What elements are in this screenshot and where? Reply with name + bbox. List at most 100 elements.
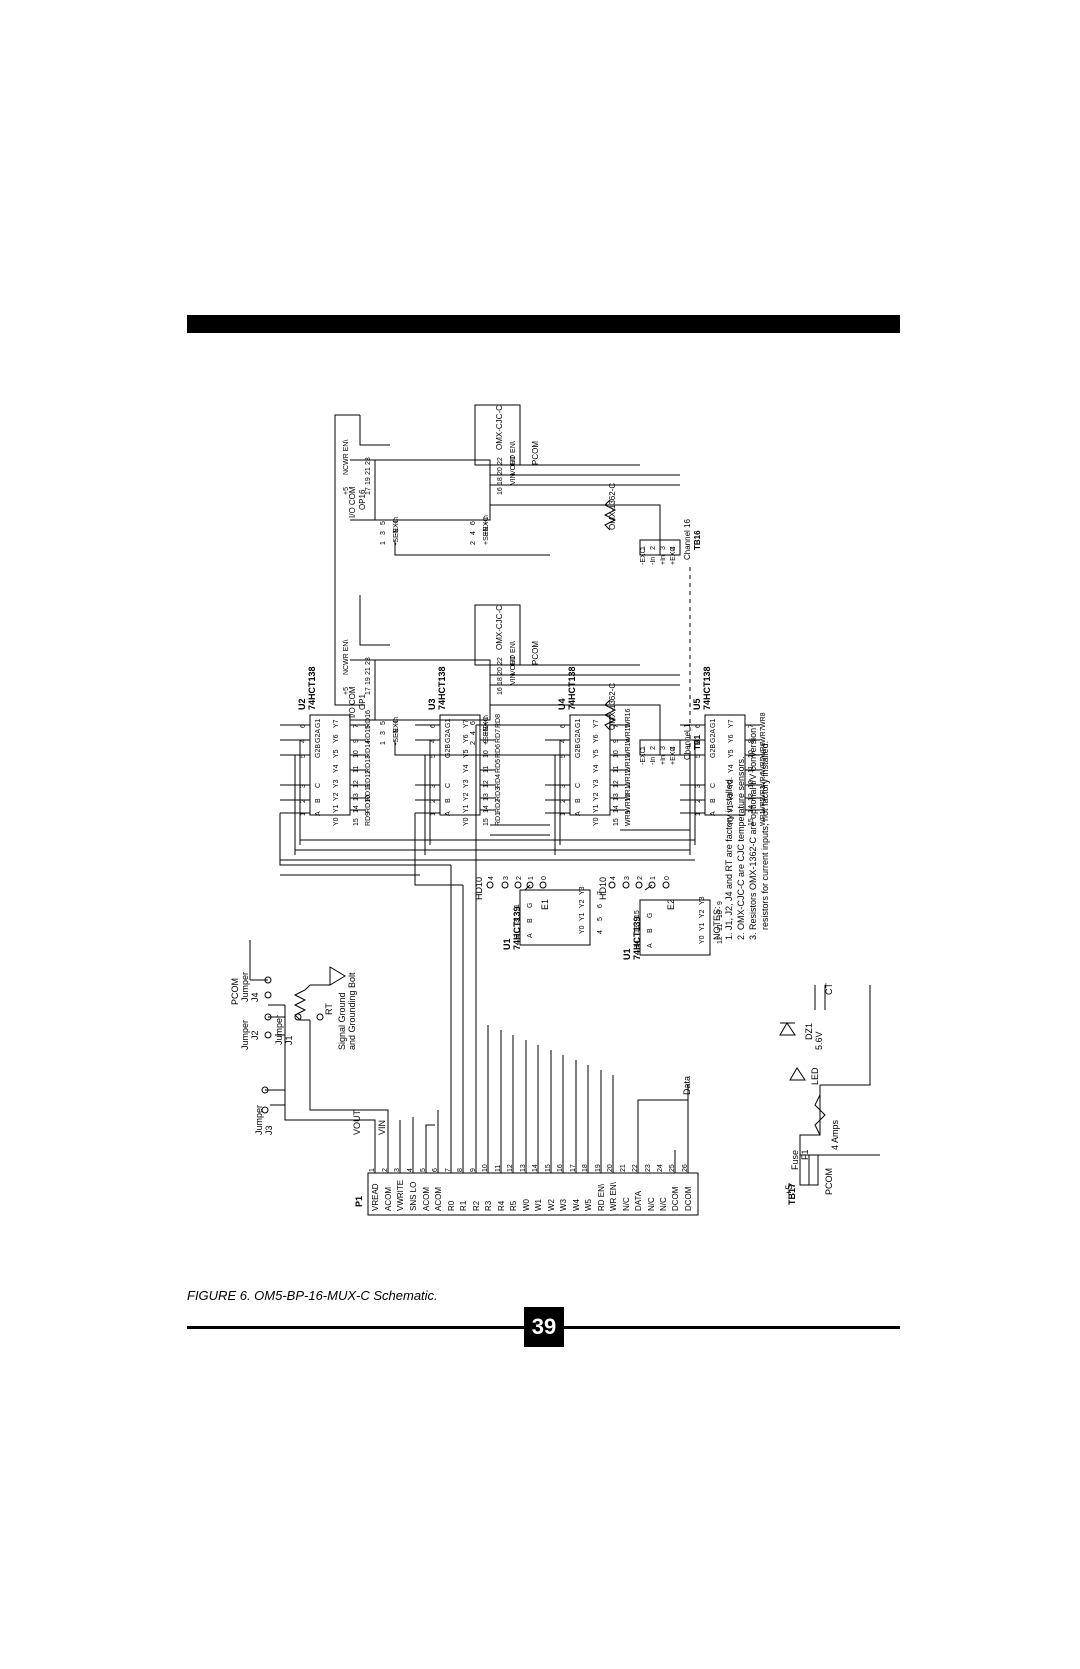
p1-signal-label: DCOM [671, 1186, 680, 1211]
decoder-output-pin-name: Y7 [333, 719, 340, 728]
decoder-output-pin-number: 9 [483, 739, 490, 743]
signal-ground-label: Signal Ground [337, 992, 347, 1050]
decoder-output-signal: RD9 [365, 812, 372, 826]
fuse-label: Fuse [790, 1150, 800, 1170]
u1b-ref: U1 [622, 948, 632, 960]
decoder-output-pin-name: Y4 [333, 764, 340, 773]
decoder-output-pin-number: 15 [353, 818, 360, 826]
p1-pin-number: 2 [382, 1168, 389, 1172]
jumper-number: 3 [503, 876, 510, 880]
decoder-output-pin-name: Y5 [593, 749, 600, 758]
decoder-output-pin-number: 12 [613, 780, 620, 788]
p1-signal-label: R4 [497, 1200, 506, 1211]
p1-signal-label: W3 [559, 1198, 568, 1211]
decoder-output-pin-number: 13 [748, 793, 755, 801]
jumper-label-j1: Jumper [274, 1015, 284, 1045]
decoder-output-pin-name: Y0 [593, 817, 600, 826]
terminal-pin-label: +EXC [670, 547, 677, 565]
decoder-output-pin-name: Y7 [593, 719, 600, 728]
u1b-box [639, 899, 711, 956]
module-right-pin-name: RD EN\ [510, 641, 517, 665]
u1-input-pin-number: 13 [634, 925, 641, 933]
u1-input-pin-number: 1 [514, 904, 521, 908]
p1-pin-number: 6 [432, 1168, 439, 1172]
module-sig-left-pin-name: -EXC [393, 518, 400, 535]
decoder-output-signal: RD12 [365, 770, 372, 788]
jumper-label-j2: Jumper [240, 1020, 250, 1050]
decoder-output-signal: RD13 [365, 755, 372, 773]
p1-signal-label: VREAD [371, 1183, 380, 1211]
decoder-output-pin-number: 7 [748, 724, 755, 728]
terminal-pin-number: 2 [650, 746, 657, 750]
u1-part: 74HCT139 [512, 906, 522, 950]
decoder-input-pin-name: G2B [315, 744, 322, 758]
decoder-input-pin-number: 5 [430, 754, 437, 758]
module-left-pin-number: 23 [365, 657, 372, 665]
decoder-output-pin-number: 7 [613, 724, 620, 728]
u1-output-pin-name: Y0 [579, 925, 586, 934]
p1-connector-body [367, 1172, 699, 1216]
u1-output-pin-number: 11 [717, 924, 724, 931]
io-com-label: I/O COM [348, 486, 357, 518]
decoder-input-pin-number: 1 [695, 812, 702, 816]
decoder-input-pin-number: 3 [300, 784, 307, 788]
decoder-output-pin-number: 13 [353, 793, 360, 801]
p1-signal-label: DCOM [684, 1186, 693, 1211]
decoder-output-pin-number: 9 [748, 739, 755, 743]
decoder-output-pin-name: Y1 [728, 804, 735, 813]
decoder-output-pin-name: Y7 [463, 719, 470, 728]
decoder-output-pin-number: 12 [353, 780, 360, 788]
module-wiring [334, 414, 691, 835]
u1b-hd-label: HD10 [598, 877, 608, 900]
u1-input-pin-name: G [527, 903, 534, 908]
module-right-pin-number: 22 [497, 457, 504, 465]
p1-signal-label: R1 [459, 1200, 468, 1211]
terminal-pin-label: -EXC [640, 548, 647, 565]
decoder-output-pin-number: 9 [353, 739, 360, 743]
decoder-part: 74HCT138 [567, 666, 577, 710]
jumper-number: 3 [624, 876, 631, 880]
u1-output-pin-number: 9 [717, 901, 724, 905]
p1-pin-number: 20 [607, 1164, 614, 1172]
module-sig-right-pin-name: +In [483, 715, 490, 725]
module-right-pin-number: 16 [497, 487, 504, 495]
terminal-block-label: TB1 [693, 734, 702, 750]
module-sig-right-pin-name: +In [483, 515, 490, 525]
p1-pin-number: 26 [682, 1164, 689, 1172]
omx-label: OMX-1362-C [608, 683, 617, 730]
decoder-output-signal: WR6 [760, 742, 767, 758]
decoder-output-signal: WR11 [625, 782, 632, 801]
decoder-output-signal: RD11 [365, 784, 372, 801]
decoder-output-pin-number: 14 [483, 805, 490, 813]
module-right-pin-name: VIN [510, 473, 517, 485]
decoder-output-signal: WR13 [625, 753, 632, 773]
decoder-output-signal: RD15 [365, 725, 372, 743]
p1-pin-number: 23 [645, 1164, 652, 1172]
p1-pin-number: 19 [595, 1164, 602, 1172]
decoder-output-signal: RD8 [495, 714, 502, 728]
decoder-output-pin-name: Y2 [593, 792, 600, 801]
decoder-input-pin-name: C [445, 783, 452, 788]
amps-label: 4 Amps [830, 1119, 840, 1150]
decoder-input-pin-name: B [575, 798, 582, 803]
module-left-pin-number: 17 [365, 687, 372, 695]
p1-signal-label: RD EN\ [597, 1183, 606, 1211]
decoder-output-signal: WR7 [760, 727, 767, 743]
u1-output-pin-name: Y3 [579, 886, 586, 895]
u1-output-pin-name: Y1 [699, 922, 706, 931]
module-sig-left-pin-name: -EXC [393, 718, 400, 735]
module-left-pin-name: +5 [343, 687, 350, 695]
u5-box [704, 714, 746, 816]
decoder-input-pin-name: G2B [575, 744, 582, 758]
decoder-output-signal: WR1 [760, 810, 767, 826]
decoder-output-pin-number: 10 [748, 750, 755, 758]
u1-ref: U1 [502, 938, 512, 950]
terminal-pin-number: 4 [670, 546, 677, 550]
decoder-output-signal: WR9 [625, 810, 632, 826]
decoder-output-signal: WR5 [760, 757, 767, 773]
decoder-output-pin-name: Y5 [463, 749, 470, 758]
decoder-input-pin-number: 4 [300, 739, 307, 743]
decoder-output-signal: RD16 [365, 710, 372, 728]
module-left-pin-number: 19 [365, 477, 372, 485]
